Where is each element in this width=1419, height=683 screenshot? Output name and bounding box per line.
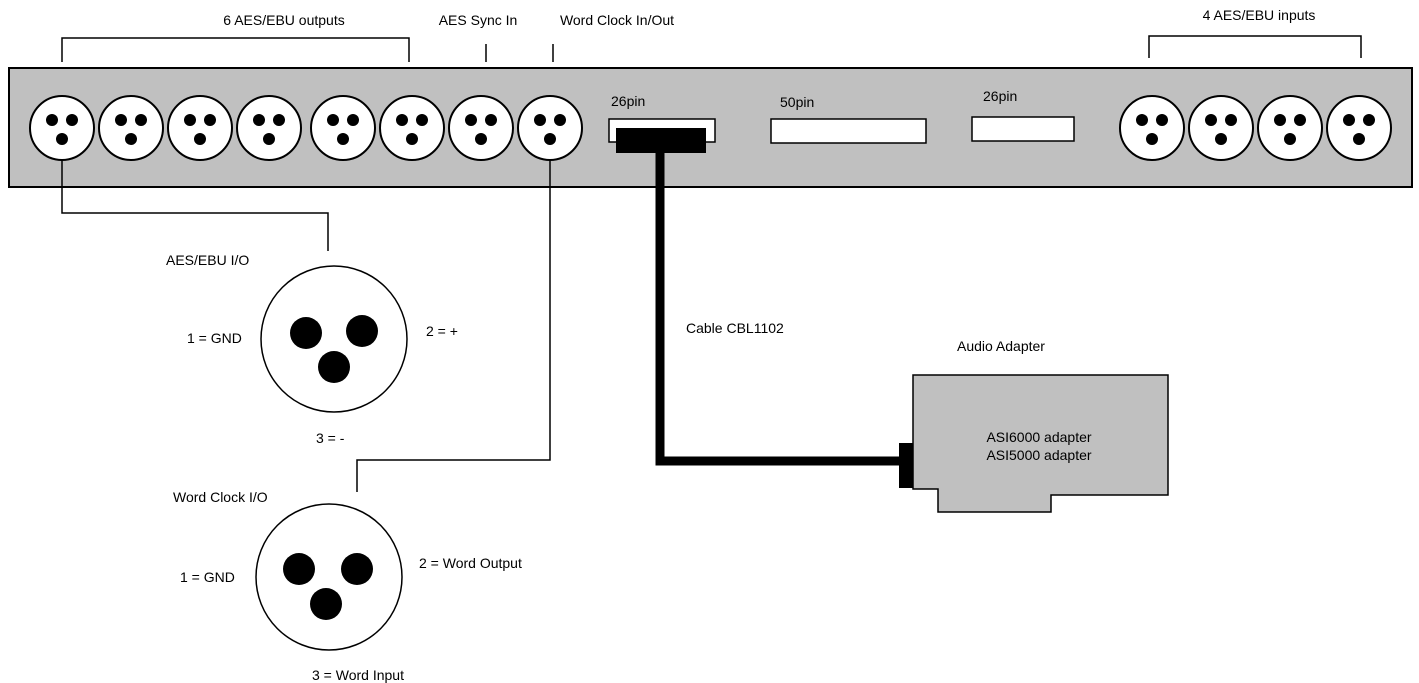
aes-io-title: AES/EBU I/O (166, 252, 249, 268)
xlr-output-1 (29, 95, 95, 161)
xlr-output-2 (98, 95, 164, 161)
inputs-label: 4 AES/EBU inputs (1203, 7, 1316, 23)
word-clock-io-pin3: 3 = Word Input (312, 667, 404, 683)
word-clock-io-xlr-detail (255, 503, 403, 651)
xlr-input-3 (1257, 95, 1323, 161)
aes-io-connection-line (61, 160, 329, 251)
word-clock-connection-line (356, 160, 551, 492)
audio-adapter-card (912, 374, 1169, 513)
label-26pin-left: 26pin (611, 93, 645, 109)
xlr-input-1 (1119, 95, 1185, 161)
aes-io-xlr-detail (260, 265, 408, 413)
word-clock-io-pin1: 1 = GND (180, 569, 235, 585)
aes-io-pin2: 2 = + (426, 323, 458, 339)
xlr-sync-in (448, 95, 514, 161)
xlr-output-3 (167, 95, 233, 161)
word-clock-label: Word Clock In/Out (560, 12, 674, 28)
outputs-bracket (61, 37, 410, 62)
cable-plug (616, 128, 706, 153)
xlr-word-clock (517, 95, 583, 161)
cable-cbl1102 (655, 150, 900, 466)
adapter-line-1: ASI6000 adapter (986, 429, 1091, 445)
xlr-input-2 (1188, 95, 1254, 161)
sync-in-label: AES Sync In (439, 12, 518, 28)
label-26pin-right: 26pin (983, 88, 1017, 104)
xlr-output-4 (236, 95, 302, 161)
connector-26pin-right (971, 116, 1075, 142)
xlr-input-4 (1326, 95, 1392, 161)
xlr-connectors-right (1119, 95, 1392, 161)
outputs-label: 6 AES/EBU outputs (223, 12, 344, 28)
adapter-line-2: ASI5000 adapter (986, 447, 1091, 463)
word-clock-io-title: Word Clock I/O (173, 489, 268, 505)
inputs-bracket (1148, 35, 1362, 58)
xlr-output-6 (379, 95, 445, 161)
word-clock-io-pin2: 2 = Word Output (419, 555, 522, 571)
xlr-connectors-left (29, 95, 583, 161)
aes-io-pin1: 1 = GND (187, 330, 242, 346)
audio-adapter-label: Audio Adapter (957, 338, 1045, 354)
cable-label: Cable CBL1102 (686, 320, 784, 336)
connector-50pin (770, 118, 927, 144)
xlr-output-5 (310, 95, 376, 161)
label-50pin: 50pin (780, 94, 814, 110)
aes-io-pin3: 3 = - (316, 430, 345, 446)
adapter-connector (899, 443, 913, 488)
